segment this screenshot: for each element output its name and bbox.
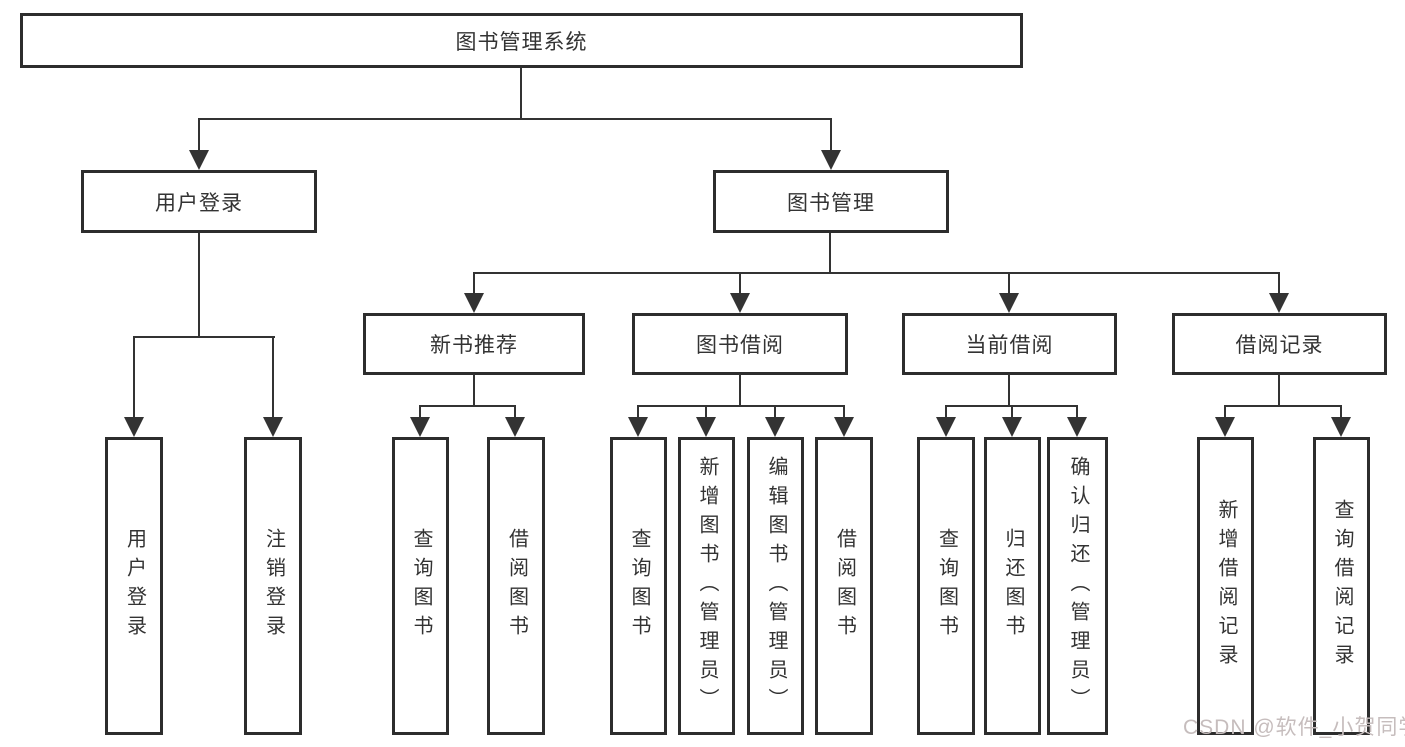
leaf-label: 借阅图书 <box>833 528 856 644</box>
leaf-query-books-recommend: 查询图书 <box>392 437 449 735</box>
arrow-down-icon <box>505 417 525 437</box>
leaf-label: 新增图书（管理员） <box>696 455 718 717</box>
connector-line <box>945 405 947 419</box>
connector-line <box>1278 272 1280 295</box>
leaf-label: 查询图书 <box>935 528 958 644</box>
connector-line <box>1076 405 1078 419</box>
arrow-down-icon <box>1002 417 1022 437</box>
leaf-edit-books-admin: 编辑图书（管理员） <box>747 437 804 735</box>
connector-line <box>473 272 1280 274</box>
node-label: 当前借阅 <box>965 334 1054 357</box>
leaf-logout: 注销登录 <box>244 437 302 735</box>
connector-line <box>830 118 832 152</box>
node-label: 新书推荐 <box>430 334 518 357</box>
arrow-down-icon <box>730 293 750 313</box>
leaf-query-borrow-record: 查询借阅记录 <box>1313 437 1370 735</box>
node-current-borrowing: 当前借阅 <box>902 313 1117 375</box>
leaf-label: 借阅图书 <box>505 528 528 644</box>
connector-line <box>1008 374 1010 406</box>
arrow-down-icon <box>1215 417 1235 437</box>
leaf-label: 注销登录 <box>262 528 285 644</box>
connector-line <box>739 374 741 406</box>
node-label: 用户登录 <box>155 191 243 215</box>
arrow-down-icon <box>999 293 1019 313</box>
connector-line <box>419 405 421 419</box>
connector-line <box>1340 405 1342 419</box>
node-label: 图书管理系统 <box>455 30 588 54</box>
connector-line <box>514 405 516 419</box>
arrow-down-icon <box>124 417 144 437</box>
arrow-down-icon <box>410 417 430 437</box>
connector-line <box>1224 405 1226 419</box>
connector-line <box>774 405 776 419</box>
leaf-label: 归还图书 <box>1002 528 1024 644</box>
connector-line <box>272 336 274 419</box>
csdn-watermark: CSDN @软件_小贺同学 <box>1183 716 1405 739</box>
arrow-down-icon <box>1331 417 1351 437</box>
connector-line <box>198 233 200 337</box>
node-label: 借阅记录 <box>1235 334 1324 357</box>
connector-line <box>473 374 475 406</box>
arrow-down-icon <box>936 417 956 437</box>
leaf-borrow-books-recommend: 借阅图书 <box>487 437 545 735</box>
connector-line <box>198 118 832 120</box>
leaf-label: 查询图书 <box>628 528 650 644</box>
leaf-add-borrow-record: 新增借阅记录 <box>1197 437 1254 735</box>
connector-line <box>133 336 275 338</box>
arrow-down-icon <box>464 293 484 313</box>
arrow-down-icon <box>834 417 854 437</box>
connector-line <box>420 405 516 407</box>
connector-line <box>520 68 522 119</box>
leaf-label: 新增借阅记录 <box>1215 499 1237 673</box>
leaf-user-login: 用户登录 <box>105 437 163 735</box>
connector-line <box>638 405 844 407</box>
arrow-down-icon <box>189 150 209 170</box>
connector-line <box>637 405 639 419</box>
node-book-borrowing: 图书借阅 <box>632 313 848 375</box>
connector-line <box>473 272 475 295</box>
node-label: 图书管理 <box>787 191 875 215</box>
arrow-down-icon <box>821 150 841 170</box>
leaf-label: 用户登录 <box>123 528 146 644</box>
node-user-login: 用户登录 <box>81 170 317 233</box>
arrow-down-icon <box>696 417 716 437</box>
node-label: 图书借阅 <box>696 334 784 357</box>
leaf-query-books-borrowing: 查询图书 <box>610 437 667 735</box>
connector-line <box>1278 374 1280 406</box>
leaf-confirm-return-admin: 确认归还（管理员） <box>1047 437 1108 735</box>
leaf-add-books-admin: 新增图书（管理员） <box>678 437 735 735</box>
connector-line <box>1225 405 1342 407</box>
node-book-management: 图书管理 <box>713 170 949 233</box>
connector-line <box>739 272 741 295</box>
node-library-management-system: 图书管理系统 <box>20 13 1023 68</box>
connector-line <box>1008 272 1010 295</box>
leaf-query-books-current: 查询图书 <box>917 437 975 735</box>
leaf-return-books: 归还图书 <box>984 437 1041 735</box>
connector-line <box>829 233 831 274</box>
arrow-down-icon <box>765 417 785 437</box>
leaf-label: 查询图书 <box>410 528 432 644</box>
connector-line <box>705 405 707 419</box>
connector-line <box>843 405 845 419</box>
connector-line <box>198 118 200 152</box>
arrow-down-icon <box>263 417 283 437</box>
leaf-borrow-books: 借阅图书 <box>815 437 873 735</box>
arrow-down-icon <box>1269 293 1289 313</box>
leaf-label: 查询借阅记录 <box>1331 499 1353 673</box>
leaf-label: 确认归还（管理员） <box>1067 455 1089 717</box>
node-new-book-recommendation: 新书推荐 <box>363 313 585 375</box>
connector-line <box>133 336 135 419</box>
arrow-down-icon <box>628 417 648 437</box>
leaf-label: 编辑图书（管理员） <box>765 455 787 717</box>
connector-line <box>1011 405 1013 419</box>
node-borrowing-records: 借阅记录 <box>1172 313 1387 375</box>
arrow-down-icon <box>1067 417 1087 437</box>
